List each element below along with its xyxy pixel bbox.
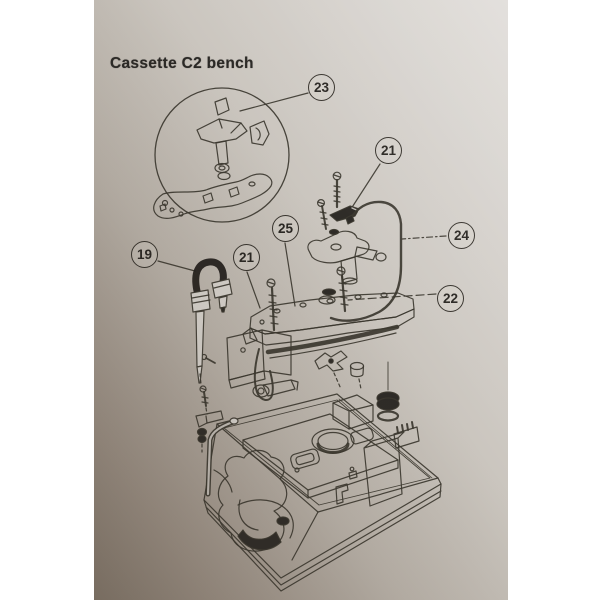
screw [336,266,349,313]
callout-22-label: 22 [442,291,459,306]
callout-19-label: 19 [136,247,153,262]
callout-24: 24 [448,222,475,249]
bench-tank [203,393,442,592]
callout-21-lower-label: 21 [238,250,255,265]
callout-22: 22 [437,285,464,312]
callout-23-label: 23 [313,80,330,95]
screw [332,171,342,209]
float-valve [307,230,387,285]
callout-25: 25 [272,215,299,242]
vent-grille [393,421,420,449]
hose-loop [329,200,403,322]
leader-lines [157,92,447,309]
breather-cap [349,361,365,390]
gasket-strip [265,324,400,359]
callout-21-upper-label: 21 [380,143,397,158]
pivot-arm [252,379,299,398]
bracket-plate [200,329,292,389]
retainer-chip [214,97,230,116]
callout-21-lower: 21 [233,244,260,271]
rubber-bung [376,361,400,422]
filler-box [332,394,374,430]
angled-hose-19 [190,258,233,384]
tank-opening [311,428,355,454]
figure-title: Cassette C2 bench [110,55,254,72]
callout-25-label: 25 [277,221,294,236]
callout-19: 19 [131,241,158,268]
screw [317,199,329,230]
manifold-plate [242,292,415,346]
callout-23: 23 [308,74,335,101]
detail-view-circle [153,87,290,223]
hardware-column [195,373,224,453]
seal-ring [321,288,337,296]
valve-bracket [196,118,270,174]
wing-clip [314,350,348,390]
screw [266,278,279,332]
flush-pipe [205,417,239,497]
o-ring [376,410,400,422]
mount-arm [153,171,273,219]
callout-24-label: 24 [453,228,470,243]
cable-lever [329,205,362,222]
callout-21-upper: 21 [375,137,402,164]
valve-assembly [307,171,387,296]
